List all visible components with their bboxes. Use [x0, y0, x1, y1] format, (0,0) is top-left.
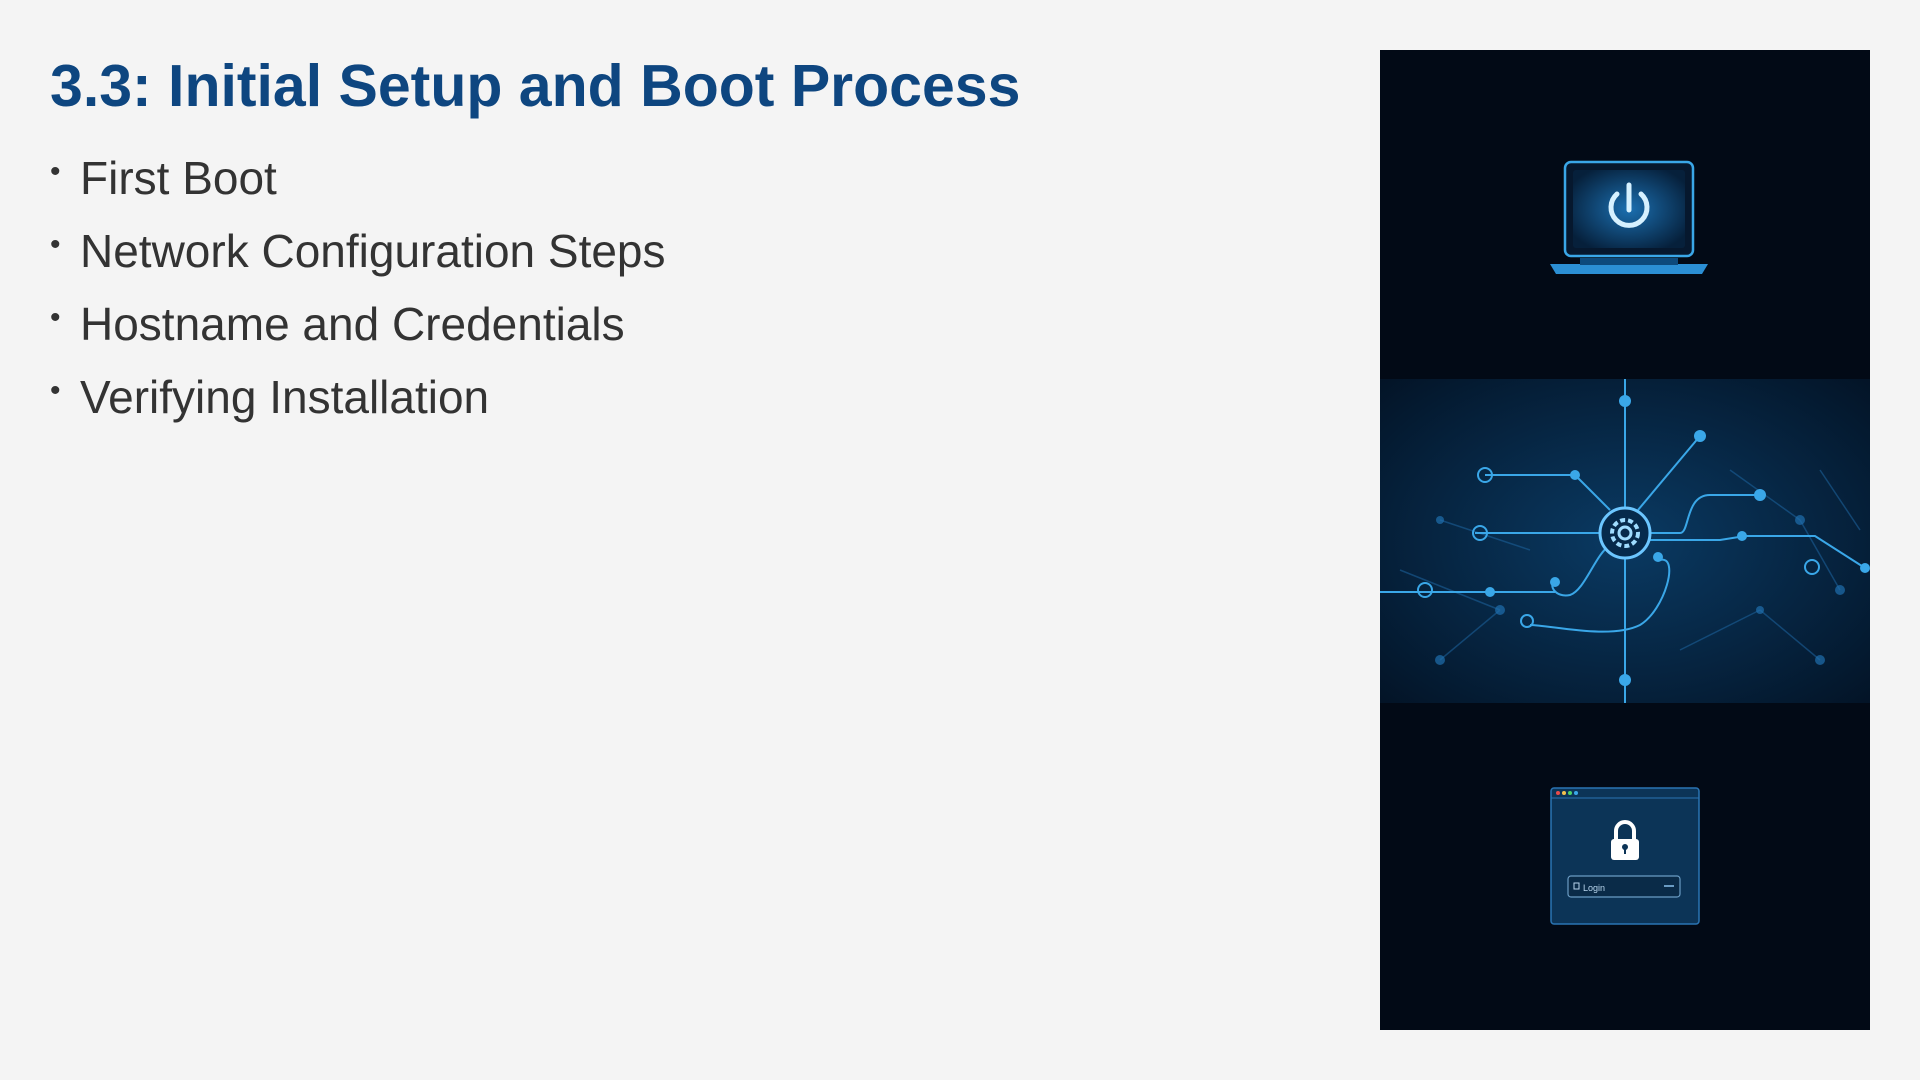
lock-icon	[1611, 820, 1639, 860]
bullet-text: First Boot	[80, 152, 277, 204]
laptop-power-icon	[1550, 160, 1708, 274]
bullet-text: Network Configuration Steps	[80, 225, 666, 277]
bullet-icon: •	[50, 301, 61, 334]
slide-title: 3.3: Initial Setup and Boot Process	[50, 53, 1021, 119]
bullet-list: • First Boot • Network Configuration Ste…	[50, 142, 666, 434]
login-window: Login	[1550, 787, 1700, 925]
bullet-text: Hostname and Credentials	[80, 298, 625, 350]
bullet-icon: •	[50, 374, 61, 407]
bullet-text: Verifying Installation	[80, 371, 490, 423]
bullet-item: • Verifying Installation	[50, 361, 666, 434]
gear-icon	[1598, 506, 1652, 560]
setup-illustration: Login	[1380, 50, 1870, 1030]
bullet-item: • First Boot	[50, 142, 666, 215]
bullet-item: • Hostname and Credentials	[50, 288, 666, 361]
bullet-item: • Network Configuration Steps	[50, 215, 666, 288]
login-field-text: Login	[1583, 883, 1605, 893]
bullet-icon: •	[50, 155, 61, 188]
power-icon	[1608, 182, 1650, 228]
login-field: Login	[1567, 875, 1681, 898]
bullet-icon: •	[50, 228, 61, 261]
network-graph	[1380, 379, 1870, 703]
